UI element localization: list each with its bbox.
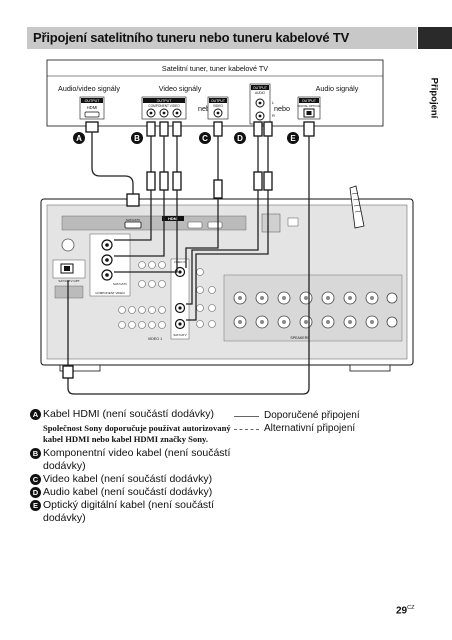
svg-text:COMPONENT VIDEO: COMPONENT VIDEO	[95, 291, 125, 295]
svg-text:SAT/CATV: SAT/CATV	[113, 282, 127, 286]
legend-text-d: Audio kabel (není součástí dodávky)	[43, 486, 213, 498]
svg-text:B: B	[134, 134, 140, 143]
svg-text:C: C	[202, 134, 208, 143]
svg-text:HDMI: HDMI	[168, 217, 178, 221]
svg-text:R: R	[272, 113, 275, 118]
legend-text-b: Komponentní video kabel (není součástí d…	[43, 447, 231, 472]
source-component-jacks: OUTPUT COMPONENT VIDEO	[141, 96, 187, 120]
page-number-value: 29	[396, 605, 408, 617]
svg-text:D: D	[237, 134, 243, 143]
svg-text:COMPONENT VIDEO: COMPONENT VIDEO	[148, 104, 180, 108]
svg-text:A: A	[76, 134, 82, 143]
badge-e-icon: E	[30, 500, 41, 511]
source-video-jack: OUTPUT VIDEO	[207, 96, 229, 120]
key-recommended-text: Doporučené připojení	[264, 410, 360, 421]
svg-text:HDMI: HDMI	[87, 105, 98, 110]
legend-item-b: B Komponentní video kabel (není součástí…	[30, 447, 240, 473]
svg-text:OUTPUT: OUTPUT	[157, 99, 173, 103]
label-video: Video signály	[159, 84, 202, 93]
source-box-label: Satelitní tuner, tuner kabelové TV	[162, 64, 268, 73]
page-suffix: CZ	[407, 605, 415, 611]
solid-line-icon	[234, 416, 259, 417]
svg-text:SAT/CATV OPT: SAT/CATV OPT	[58, 279, 79, 283]
label-audio: Audio signály	[316, 84, 359, 93]
svg-text:L: L	[272, 100, 275, 105]
title-bar: Připojení satelitního tuneru nebo tuneru…	[27, 27, 417, 49]
source-audio-jacks: OUTPUT AUDIO L R	[249, 83, 275, 125]
svg-text:AUDIO: AUDIO	[255, 91, 266, 95]
svg-text:DIGITAL OPTICAL: DIGITAL OPTICAL	[297, 104, 321, 108]
legend-item-a: A Kabel HDMI (není součástí dodávky)	[30, 408, 240, 421]
nebo-label-2: nebo	[274, 104, 290, 113]
svg-text:E: E	[290, 134, 296, 143]
key-alternative: Alternativní připojení	[234, 423, 360, 436]
svg-text:SPEAKERS: SPEAKERS	[290, 336, 310, 340]
badge-d-icon: D	[30, 487, 41, 498]
legend-text-e: Optický digitální kabel (není součástí d…	[43, 499, 215, 524]
svg-text:SAT/CATV: SAT/CATV	[173, 333, 186, 337]
dashed-line-icon	[234, 429, 259, 430]
svg-text:OUTPUT: OUTPUT	[85, 99, 101, 103]
hdmi-note: Společnost Sony doporučuje používat auto…	[43, 423, 231, 444]
badge-c-icon: C	[30, 474, 41, 485]
badge-b-icon: B	[30, 448, 41, 459]
label-audio-video: Audio/video signály	[58, 84, 120, 93]
key-alternative-text: Alternativní připojení	[264, 423, 356, 434]
legend-text-c: Video kabel (není součástí dodávky)	[43, 473, 213, 485]
source-optical-jack: OUTPUT DIGITAL OPTICAL	[297, 96, 321, 120]
svg-text:VIDEO: VIDEO	[213, 104, 223, 108]
svg-text:SAT/CATV: SAT/CATV	[126, 218, 140, 222]
source-hdmi-jack: OUTPUT HDMI	[79, 96, 105, 120]
nebo-label-1: nebo	[198, 104, 214, 113]
badge-a-icon: A	[30, 409, 41, 420]
page-number: 29CZ	[396, 605, 414, 616]
cable-badges: A B C D E	[73, 132, 299, 144]
section-tab	[418, 27, 452, 49]
svg-text:OUTPUT: OUTPUT	[302, 99, 316, 103]
legend-item-d: D Audio kabel (není součástí dodávky)	[30, 486, 240, 499]
legend-text-a: Kabel HDMI (není součástí dodávky)	[43, 408, 214, 420]
svg-text:VIDEO IN: VIDEO IN	[174, 260, 186, 264]
cable-legend: A Kabel HDMI (není součástí dodávky) Spo…	[30, 408, 240, 525]
receiver-back-panel: HDMI SAT/CATV SAT/CATV OPT COMPONENT VID…	[40, 185, 414, 372]
key-recommended: Doporučené připojení	[234, 410, 360, 423]
legend-item-c: C Video kabel (není součástí dodávky)	[30, 473, 240, 486]
component-cable	[114, 121, 182, 273]
legend-item-e: E Optický digitální kabel (není součástí…	[30, 499, 240, 525]
cables	[62, 121, 315, 395]
line-key: Doporučené připojení Alternativní připoj…	[234, 410, 360, 436]
svg-text:OUTPUT: OUTPUT	[253, 86, 267, 90]
page-title: Připojení satelitního tuneru nebo tuneru…	[33, 30, 350, 45]
svg-text:OUTPUT: OUTPUT	[211, 99, 225, 103]
source-device-box: Satelitní tuner, tuner kabelové TV Audio…	[46, 59, 384, 127]
svg-text:VIDEO 1: VIDEO 1	[148, 337, 162, 341]
